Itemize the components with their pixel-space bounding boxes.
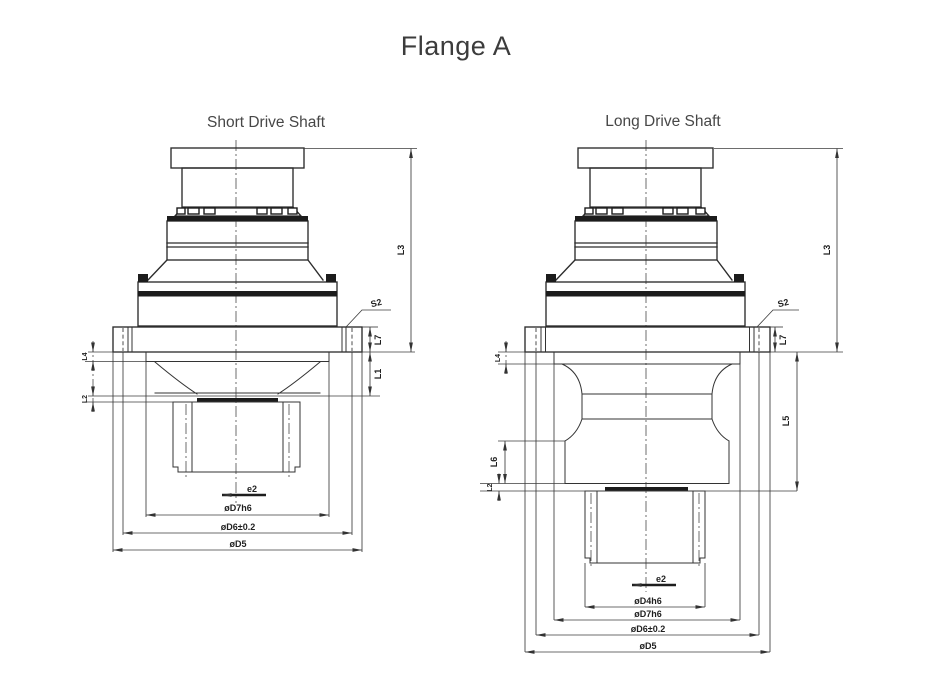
long-dim-d6: øD6±0.2 <box>631 624 665 634</box>
long-dimension-lines <box>480 148 843 654</box>
long-dim-l6: L6 <box>489 457 499 468</box>
long-dim-d4h6: øD4h6 <box>634 596 662 606</box>
short-heavy-bands <box>138 216 337 402</box>
short-dim-l7: L7 <box>373 335 383 346</box>
long-drive-shaft-drawing: Long Drive Shaft <box>480 113 843 654</box>
short-dim-d5: øD5 <box>229 539 246 549</box>
short-dim-s2: S2 <box>370 297 383 310</box>
long-output-shaft-contours <box>553 351 741 564</box>
short-coupling-teeth <box>176 207 298 215</box>
long-dim-l4: L4 <box>495 354 502 362</box>
long-dim-l5: L5 <box>781 416 791 427</box>
long-dimension-labels: L3 S2 L7 L5 L4 L6 L2 e2 øD4h6 øD7h6 øD6±… <box>487 245 832 651</box>
page-title: Flange A <box>401 31 512 61</box>
long-heavy-bands <box>546 216 745 491</box>
short-flange-bolt-holes <box>122 327 353 352</box>
long-drawing-label: Long Drive Shaft <box>605 113 721 130</box>
long-dim-l7: L7 <box>778 335 788 346</box>
long-dim-d7h6: øD7h6 <box>634 609 662 619</box>
short-dimension-lines <box>85 148 417 552</box>
long-dim-e2: e2 <box>656 574 666 584</box>
long-dim-l2: L2 <box>487 483 494 491</box>
long-flange-bolt-holes <box>535 327 760 352</box>
long-dim-l3: L3 <box>822 245 832 256</box>
short-output-hub-contours <box>145 351 330 473</box>
short-dim-l1: L1 <box>373 369 383 380</box>
long-coupling-teeth <box>584 207 706 215</box>
short-dim-d7h6: øD7h6 <box>224 503 252 513</box>
long-dim-s2: S2 <box>777 297 790 310</box>
short-dim-e2: e2 <box>247 484 257 494</box>
short-drive-shaft-drawing: Short Drive Shaft <box>82 114 417 552</box>
short-dim-l2: L2 <box>82 395 89 403</box>
short-dim-l4: L4 <box>82 352 89 360</box>
long-dim-d5: øD5 <box>639 641 656 651</box>
short-upper-contours <box>112 147 363 353</box>
short-drawing-label: Short Drive Shaft <box>207 114 326 131</box>
long-upper-contours <box>524 147 771 353</box>
short-dimension-labels: L3 S2 L7 L1 L4 L2 e2 øD7h6 øD6±0.2 øD5 <box>82 245 406 549</box>
short-dim-l3: L3 <box>396 245 406 256</box>
short-centerlines <box>92 140 290 503</box>
short-dim-d6: øD6±0.2 <box>221 522 255 532</box>
